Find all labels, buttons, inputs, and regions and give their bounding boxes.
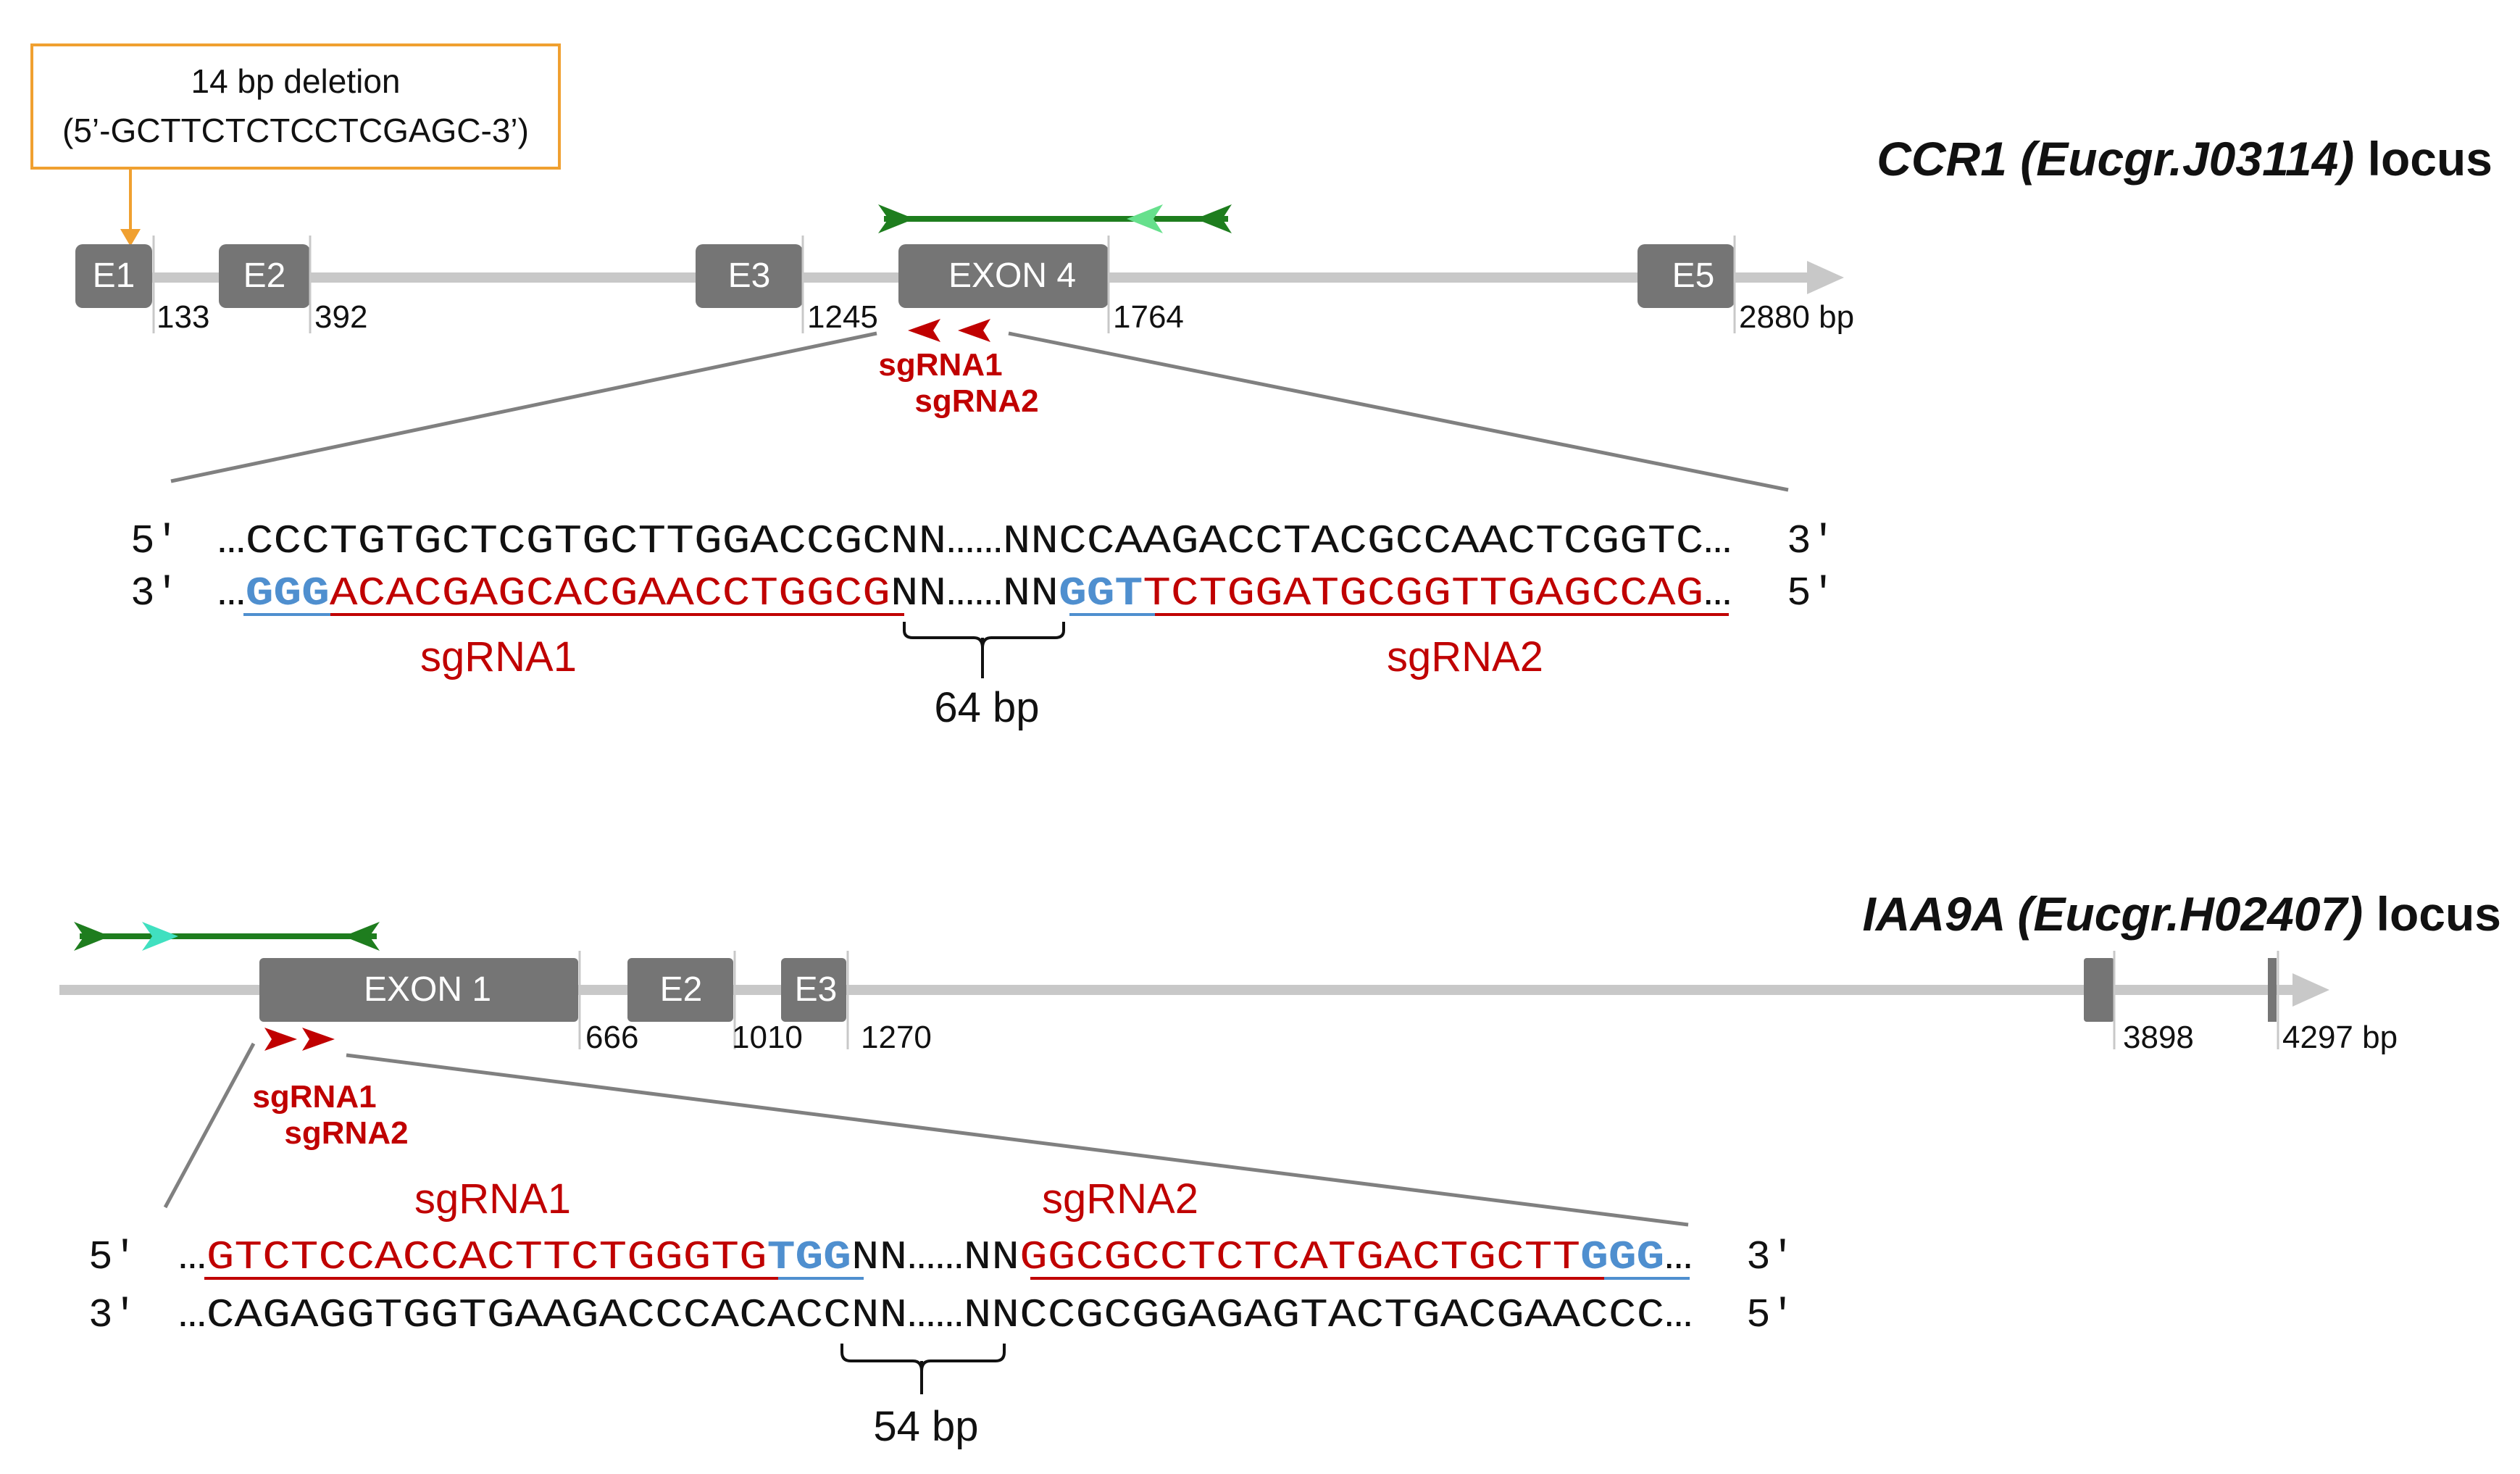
- ccr1-backbone-arrow-icon: [1807, 261, 1844, 294]
- deletion-arrow-icon: [120, 229, 141, 246]
- ccr1-sgrna2-label: sgRNA2: [914, 383, 1038, 419]
- exon-label: EXON 1: [364, 970, 491, 1009]
- ccr1-sgrna1-arrow-icon: [908, 319, 940, 342]
- ccr1-position-ticks: [152, 236, 1736, 333]
- iaa9a-sgrna1-underline: [204, 1277, 778, 1280]
- iaa9a-pos-1010: 1010: [732, 1020, 803, 1055]
- ccr1-pos-392: 392: [314, 299, 367, 335]
- ccr1-pam1-underline: [243, 613, 330, 616]
- iaa9a-backbone-arrow-icon: [2292, 973, 2329, 1007]
- iaa9a-zoom-line-left: [163, 1042, 256, 1209]
- iaa9a-exon-e3: E3: [781, 958, 846, 1022]
- iaa9a-pos-3898: 3898: [2123, 1020, 2194, 1055]
- nested-primer-icon: [1127, 204, 1163, 233]
- exon-label: E3: [728, 257, 771, 295]
- iaa9a-strand-bottom-right: 5': [1746, 1292, 1795, 1338]
- ccr1-strand-top-left: 5': [130, 518, 179, 565]
- iaa9a-strand-bottom-sequence: …CAGAGGTGGTGAAGACCCACACCNN……NNCCGCGGAGAG…: [178, 1292, 1693, 1338]
- iaa9a-exon-1: EXON 1: [259, 958, 578, 1022]
- ccr1-gap-label: 64 bp: [934, 684, 1039, 731]
- nested-primer-icon: [142, 922, 178, 951]
- ccr1-pos-1245: 1245: [807, 299, 878, 335]
- ccr1-strand-bottom-left: 3': [130, 570, 179, 617]
- ccr1-sgrna2-underline: [1155, 613, 1729, 616]
- ccr1-exon-e5: E5: [1637, 244, 1735, 308]
- iaa9a-pos-end: 4297 bp: [2282, 1020, 2398, 1055]
- iaa9a-sgrna1-name: sgRNA1: [414, 1175, 571, 1223]
- exon-label: E5: [1672, 257, 1715, 295]
- iaa9a-strand-bottom-left: 3': [88, 1292, 137, 1338]
- ccr1-primers: [878, 204, 1232, 233]
- exon-label: EXON 4: [948, 257, 1076, 295]
- iaa9a-pam1-underline: [778, 1277, 864, 1280]
- ccr1-strand-top-right: 3': [1787, 518, 1835, 565]
- iaa9a-sgrna2-arrow-icon: [302, 1028, 335, 1051]
- deletion-sequence: (5’-GCTTCTCTCCTCGAGC-3’): [62, 112, 529, 149]
- ccr1-exon-4: EXON 4: [898, 244, 1109, 308]
- iaa9a-exon-e2: E2: [627, 958, 733, 1022]
- iaa9a-zoom-line-right: [346, 1053, 1689, 1227]
- ccr1-sgrna2-arrow-icon: [958, 319, 990, 342]
- ccr1-locus-title: CCR1 (Eucgr.J03114) locus: [1877, 132, 2492, 186]
- iaa9a-sgrna2-name: sgRNA2: [1042, 1175, 1198, 1223]
- iaa9a-sgrna1-label: sgRNA1: [252, 1079, 376, 1115]
- exon-label: E1: [93, 257, 135, 295]
- ccr1-sgrna1-underline: [330, 613, 904, 616]
- forward-primer-icon: [878, 204, 914, 233]
- ccr1-zoom-line-left: [170, 331, 877, 483]
- ccr1-exon-e3: E3: [696, 244, 803, 308]
- deletion-title: 14 bp deletion: [191, 62, 400, 100]
- ccr1-pos-end: 2880 bp: [1739, 299, 1854, 335]
- iaa9a-strand-top-right: 3': [1746, 1234, 1795, 1281]
- ccr1-pos-1764: 1764: [1113, 299, 1184, 335]
- ccr1-pos-133: 133: [157, 299, 209, 335]
- exon-label: E2: [660, 970, 703, 1009]
- ccr1-pam2-underline: [1069, 613, 1155, 616]
- ccr1-exon-e1: E1: [75, 244, 152, 308]
- iaa9a-pos-1270: 1270: [861, 1020, 932, 1055]
- iaa9a-sgrna2-underline: [1030, 1277, 1604, 1280]
- iaa9a-strand-top-left: 5': [88, 1234, 137, 1281]
- reverse-primer-icon: [343, 922, 380, 951]
- iaa9a-locus-title: IAA9A (Eucgr.H02407) locus: [1862, 887, 2501, 941]
- ccr1-sgrna1-name: sgRNA1: [420, 633, 577, 680]
- reverse-primer-icon: [1196, 204, 1232, 233]
- iaa9a-gap-label: 54 bp: [873, 1403, 978, 1450]
- exon-label: E2: [243, 257, 286, 295]
- iaa9a-locus-panel: IAA9A (Eucgr.H02407) locus EXON 1 E2 E3: [59, 887, 2501, 1450]
- ccr1-strand-top-sequence: …CCCTGTGCTCGTGCTTGGACCGCNN……NNCCAAGACCTA…: [217, 518, 1732, 565]
- iaa9a-sgrna1-arrow-icon: [264, 1028, 297, 1051]
- ccr1-sgrna2-name: sgRNA2: [1387, 633, 1543, 680]
- exon-label: E3: [795, 970, 838, 1009]
- ccr1-sgrna1-label: sgRNA1: [878, 347, 1002, 383]
- ccr1-exon-e2: E2: [219, 244, 310, 308]
- forward-primer-icon: [74, 922, 110, 951]
- deletion-box: [30, 43, 561, 170]
- iaa9a-pam2-underline: [1604, 1277, 1690, 1280]
- iaa9a-exon-e5: [2268, 958, 2277, 1022]
- ccr1-locus-panel: 14 bp deletion (5’-GCTTCTCTCCTCGAGC-3’) …: [30, 43, 2492, 731]
- iaa9a-exon-e4: [2084, 958, 2114, 1022]
- ccr1-strand-bottom-right: 5': [1787, 570, 1835, 617]
- iaa9a-pos-666: 666: [585, 1020, 638, 1055]
- iaa9a-sgrna2-label: sgRNA2: [284, 1115, 408, 1151]
- ccr1-zoom-line-right: [1008, 331, 1789, 492]
- iaa9a-position-ticks: [578, 951, 2279, 1049]
- iaa9a-primers: [74, 922, 380, 951]
- ccr1-deletion-callout: 14 bp deletion (5’-GCTTCTCTCCTCGAGC-3’): [30, 43, 561, 246]
